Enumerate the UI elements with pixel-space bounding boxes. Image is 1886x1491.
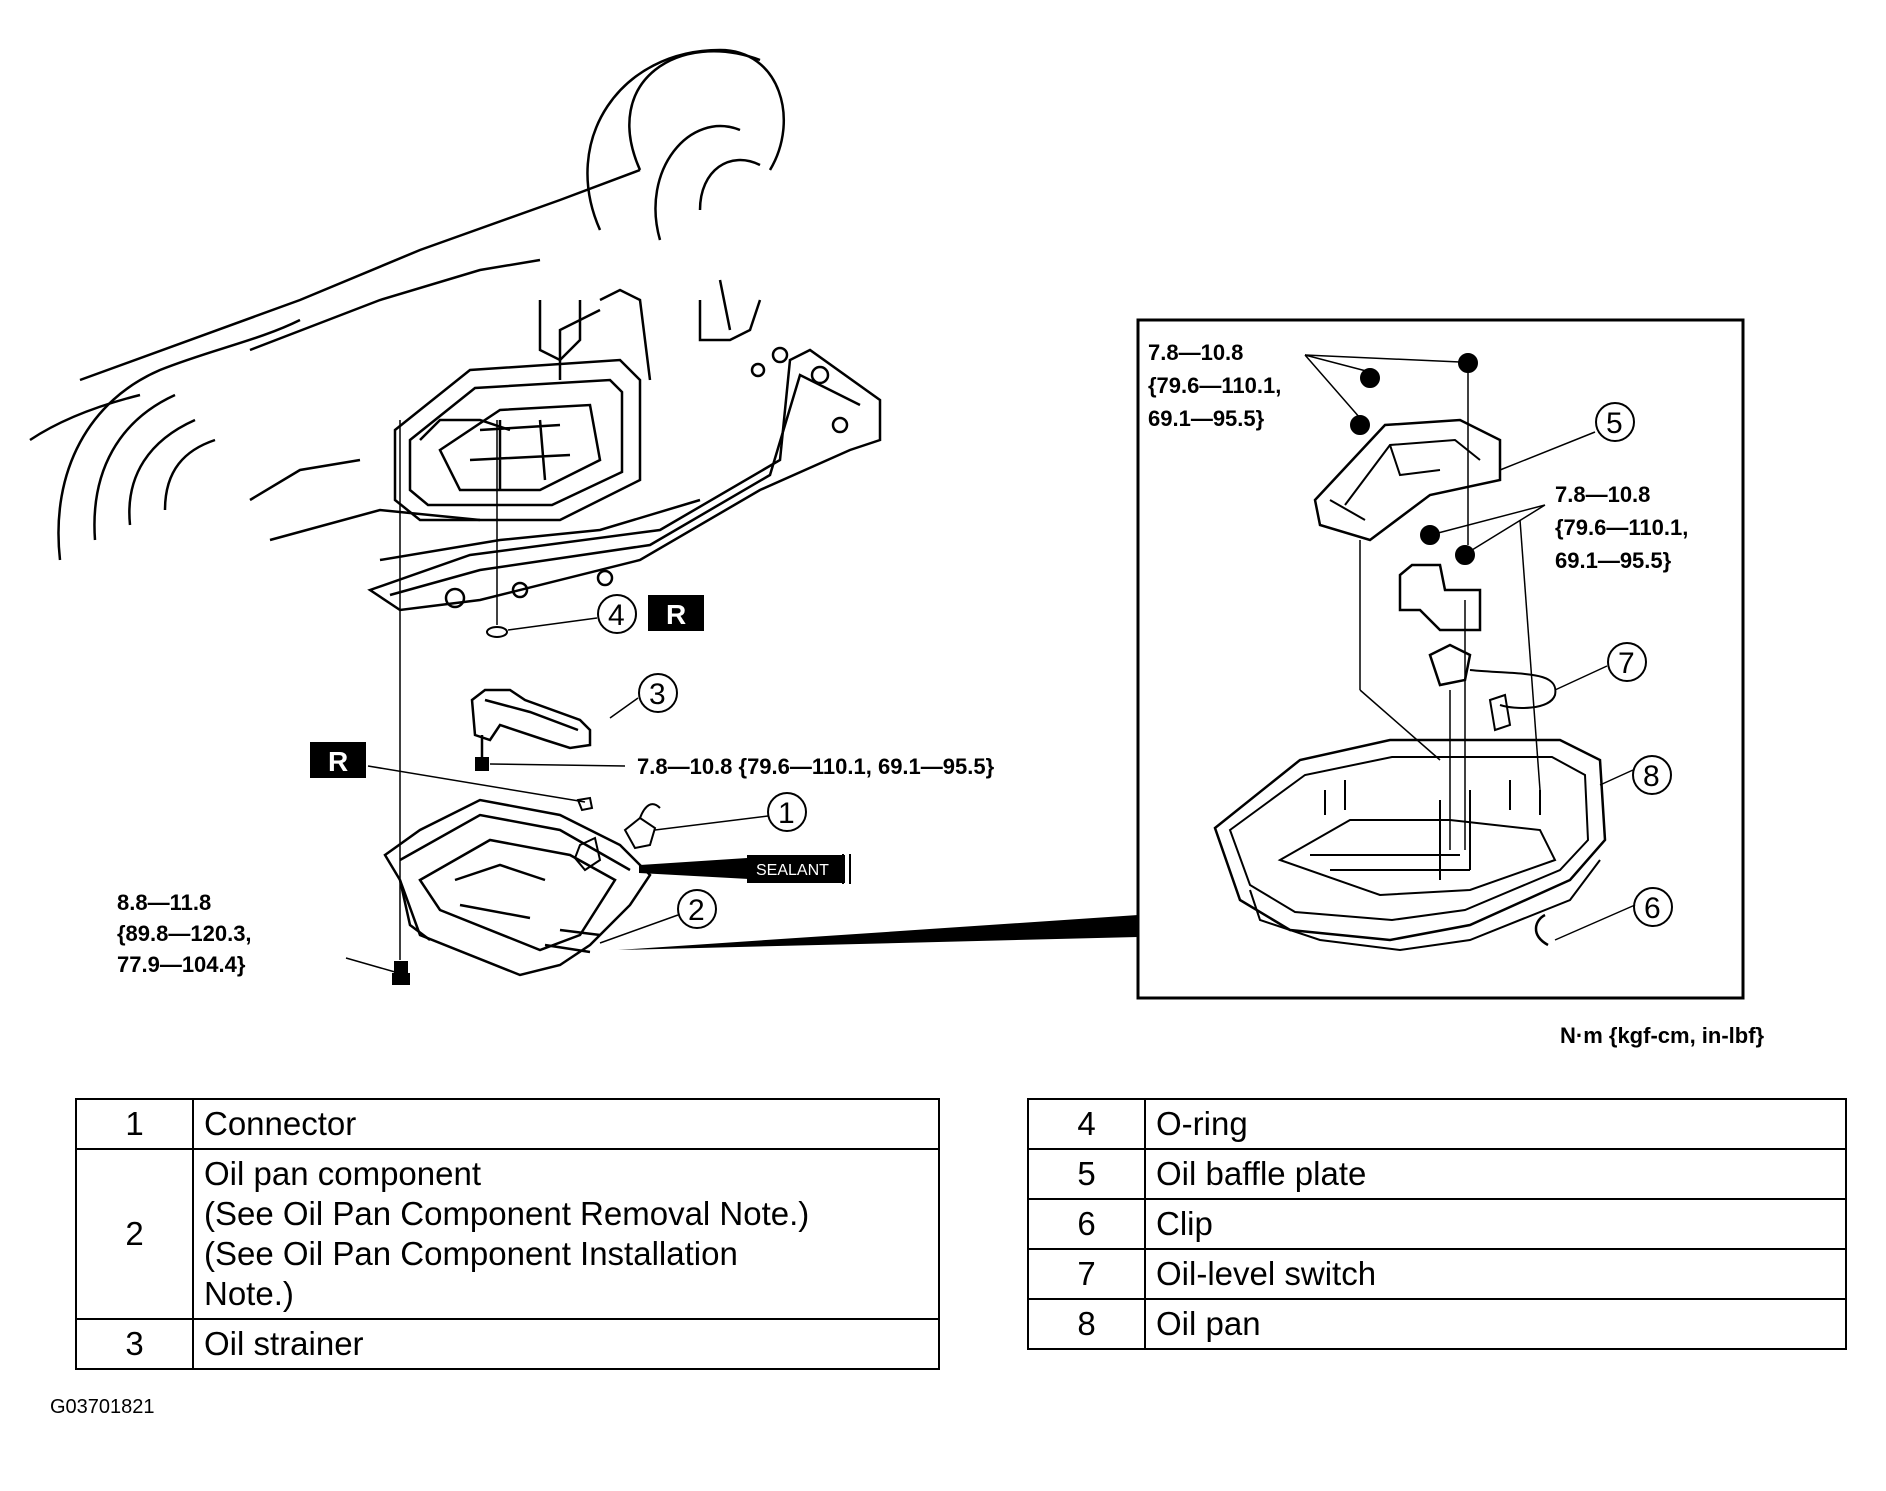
replace-badge-o-ring: R [648,595,704,631]
part-number: 8 [1027,1298,1146,1350]
svg-text:4: 4 [608,599,625,632]
grommet-part [576,796,594,812]
sealant-label: SEALANT [756,862,829,879]
detail-pointer-wedge [618,915,1138,950]
torque-bracket-nut: 7.8—10.8 {79.6—110.1, 69.1—95.5} [1555,482,1688,573]
torque-units: N·m {kgf-cm, in-lbf} [1560,1023,1765,1048]
callout-5: 5 [1595,402,1635,442]
sealant-tube: SEALANT [639,854,851,884]
strainer-bolt [475,757,626,771]
table-row: 2 Oil pan component (See Oil Pan Compone… [75,1148,940,1320]
part-name: Connector [192,1098,940,1150]
pan-bolt [345,957,410,985]
leader-line-2 [599,914,679,944]
part-number: 1 [75,1098,194,1150]
engine-block-drawing [29,48,882,612]
part-name: Clip [1144,1198,1847,1250]
callout-1: 1 [767,792,807,832]
callout-4: 4 [597,594,637,634]
part-name: Oil pan [1144,1298,1847,1350]
part-number: 6 [1027,1198,1146,1250]
part-name: Oil-level switch [1144,1248,1847,1300]
part-name: Oil baffle plate [1144,1148,1847,1200]
part-name: O-ring [1144,1098,1847,1150]
svg-text:7: 7 [1618,647,1635,680]
part-number: 5 [1027,1148,1146,1200]
svg-text:69.1—95.5}: 69.1—95.5} [1555,548,1672,573]
svg-text:8.8—11.8: 8.8—11.8 [117,890,211,915]
svg-text:R: R [666,599,686,630]
svg-text:8: 8 [1643,760,1660,793]
table-row: 6 Clip [1027,1198,1847,1250]
oil-strainer-part [470,688,639,760]
callout-3: 3 [638,673,678,713]
callout-2: 2 [677,889,717,929]
part-number: 3 [75,1318,194,1370]
part-number: 4 [1027,1098,1146,1150]
svg-text:{89.8—120.3,: {89.8—120.3, [117,921,252,946]
leader-line-r-left [367,765,586,803]
connector-part [573,803,769,872]
torque-strainer-bolt: 7.8—10.8 {79.6—110.1, 69.1—95.5} [637,754,995,779]
svg-text:2: 2 [688,894,705,927]
svg-text:6: 6 [1644,892,1661,925]
svg-text:5: 5 [1606,407,1623,440]
svg-text:3: 3 [649,678,666,711]
callout-7: 7 [1607,642,1647,682]
figure-code: G03701821 [50,1396,155,1418]
torque-pan-bolt: 8.8—11.8 {89.8—120.3, 77.9—104.4} [117,890,252,977]
table-row: 7 Oil-level switch [1027,1248,1847,1300]
part-number: 7 [1027,1248,1146,1300]
table-row: 1 Connector [75,1098,940,1150]
oil-pan-component-part [383,798,652,977]
leader-line-4 [507,617,598,631]
callout-8: 8 [1632,755,1672,795]
svg-text:69.1—95.5}: 69.1—95.5} [1148,406,1265,431]
svg-text:1: 1 [778,797,795,830]
parts-table-right: 4 O-ring 5 Oil baffle plate 6 Clip 7 Oil… [1027,1098,1847,1350]
svg-text:{79.6—110.1,: {79.6—110.1, [1555,515,1688,540]
svg-text:{79.6—110.1,: {79.6—110.1, [1148,373,1281,398]
detail-drawing [1213,353,1636,952]
o-ring-part [486,626,508,638]
table-row: 4 O-ring [1027,1098,1847,1150]
callout-6: 6 [1633,887,1673,927]
svg-text:7.8—10.8: 7.8—10.8 [1555,482,1650,507]
svg-text:77.9—104.4}: 77.9—104.4} [117,952,246,977]
torque-baffle-nut: 7.8—10.8 {79.6—110.1, 69.1—95.5} [1148,340,1281,431]
part-name: Oil pan component (See Oil Pan Component… [192,1148,940,1320]
table-row: 5 Oil baffle plate [1027,1148,1847,1200]
alignment-lines [399,420,498,960]
part-name: Oil strainer [192,1318,940,1370]
part-number: 2 [75,1148,194,1320]
svg-text:7.8—10.8: 7.8—10.8 [1148,340,1243,365]
replace-badge-grommet: R [310,742,366,778]
parts-table-left: 1 Connector 2 Oil pan component (See Oil… [75,1098,940,1370]
table-row: 3 Oil strainer [75,1318,940,1370]
svg-text:R: R [328,746,348,777]
table-row: 8 Oil pan [1027,1298,1847,1350]
detail-box [1136,318,1745,1000]
